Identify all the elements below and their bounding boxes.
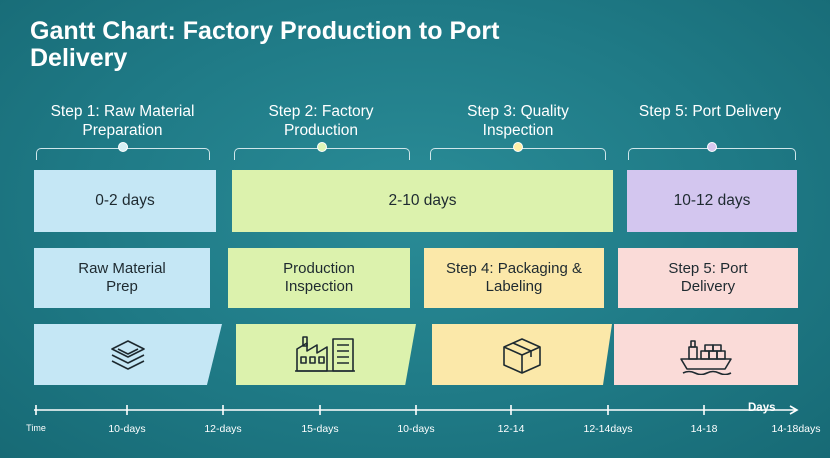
icon-box-1 [34,324,222,385]
duration-bar-2: 2-10 days [232,170,613,232]
duration-label-3: 10-12 days [673,192,751,209]
factory-icon [295,335,355,372]
step-bracket-4 [628,142,796,160]
step-header-4: Step 5: Port Delivery [638,103,782,120]
axis-tick-label-5: 12-14 [497,423,525,435]
icon-box-2 [236,324,416,385]
step-bracket-2 [234,142,410,160]
axis-tick-label-4: 10-days [397,423,435,435]
task-box-1: Raw Material Prep [34,248,210,308]
step-dot-1 [118,142,128,152]
task-label-4: Step 5: Port Delivery [668,260,748,295]
axis-tick-label-8: 14-18days [771,423,821,435]
step-header-1: Step 1: Raw Material Preparation [50,103,195,139]
step-header-3: Step 3: Quality Inspection [467,103,569,139]
axis-tick-label-7: 14-18 [690,423,718,435]
axis-tick-label-0: Time [26,423,46,433]
task-label-2: Production Inspection [283,260,355,295]
cargo-ship-icon [680,339,732,375]
duration-label-1: 0-2 days [95,192,155,209]
duration-label-2: 2-10 days [388,192,457,209]
axis-tick-label-1: 10-days [108,423,146,435]
step-dot-2 [317,142,327,152]
task-box-3: Step 4: Packaging & Labeling [424,248,604,308]
icon-box-3 [432,324,612,385]
step-bracket-3 [430,142,606,160]
step-bracket-1 [36,142,210,160]
time-axis [34,405,799,415]
duration-bar-3: 10-12 days [627,170,797,232]
package-box-icon [503,337,541,374]
stacked-layers-icon [111,339,145,370]
axis-tick-label-3: 15-days [301,423,339,435]
axis-tick-label-2: 12-days [204,423,242,435]
axis-unit-label: Days [748,402,776,414]
axis-tick-label-6: 12-14days [583,423,633,435]
axis-arrow [789,405,799,415]
step-dot-4 [707,142,717,152]
task-label-3: Step 4: Packaging & Labeling [446,260,582,295]
step-header-2: Step 2: Factory Production [268,103,374,139]
task-box-2: Production Inspection [228,248,410,308]
task-box-4: Step 5: Port Delivery [618,248,798,308]
icon-box-4 [614,324,798,385]
duration-bar-1: 0-2 days [34,170,216,232]
page-title: Gantt Chart: Factory Production to Port … [30,17,500,72]
task-label-1: Raw Material Prep [78,260,166,295]
step-dot-3 [513,142,523,152]
